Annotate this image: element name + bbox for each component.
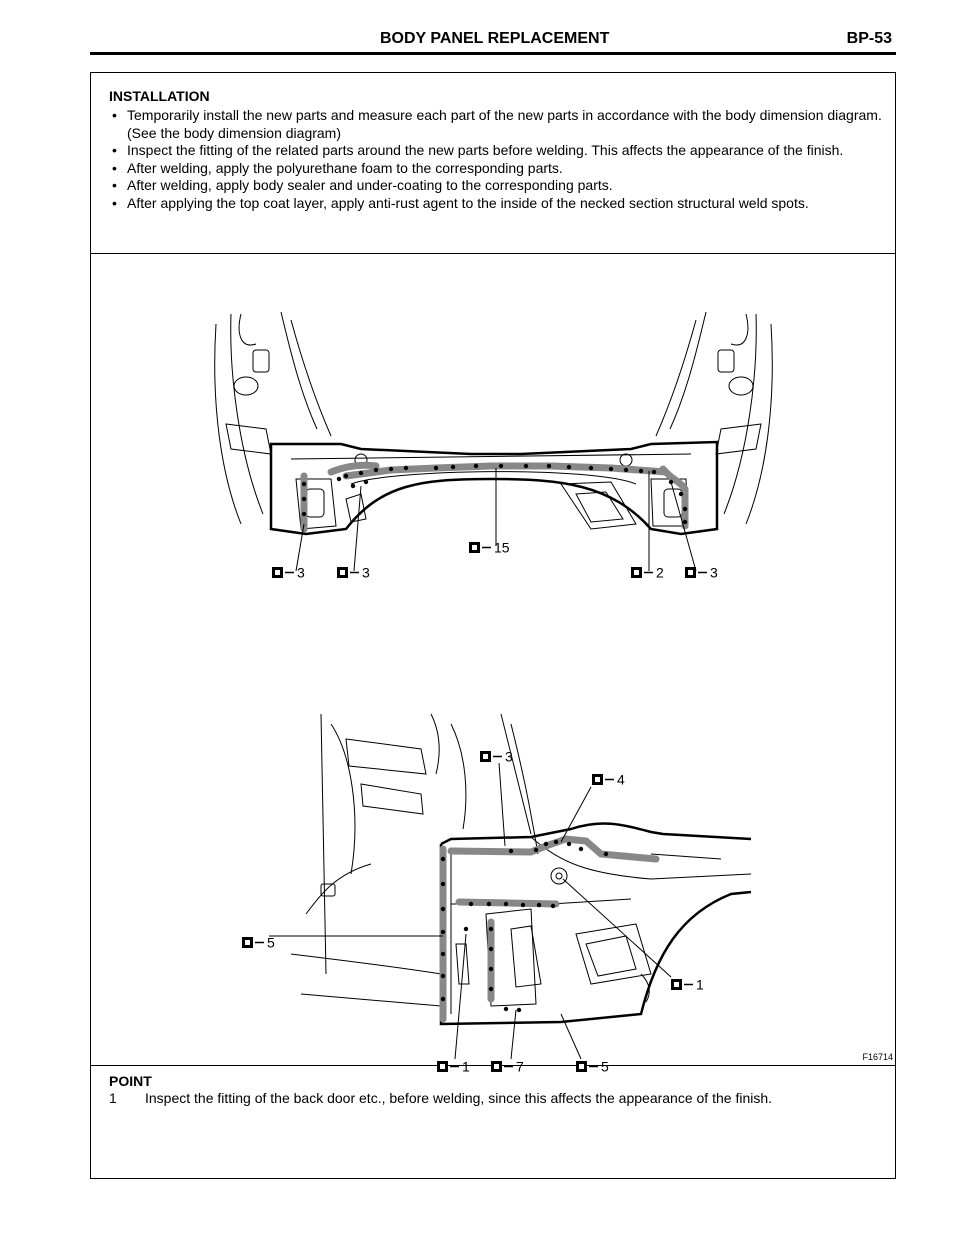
- point-text: Inspect the fitting of the back door etc…: [145, 1090, 773, 1106]
- callout-label: 3: [297, 565, 305, 581]
- content-frame: INSTALLATION Temporarily install the new…: [90, 72, 896, 1179]
- installation-heading: INSTALLATION: [109, 88, 210, 104]
- callout-label: 1: [462, 1059, 470, 1075]
- installation-list: Temporarily install the new parts and me…: [109, 107, 885, 212]
- rear-callouts: 3 3 15 2 3: [271, 540, 718, 581]
- side-callouts: 3 4 5 1 1 7 5: [241, 749, 704, 1075]
- page-number: BP-53: [846, 30, 892, 47]
- list-item: Inspect the fitting of the related parts…: [109, 142, 885, 160]
- spot-weld-icon: [336, 566, 360, 579]
- installation-section: INSTALLATION Temporarily install the new…: [91, 73, 895, 254]
- callout-label: 7: [516, 1059, 524, 1075]
- callout-label: 3: [362, 565, 370, 581]
- spot-weld-icon: [241, 936, 265, 949]
- callout-label: 5: [601, 1059, 609, 1075]
- side-view-drawing: [290, 713, 752, 1026]
- side-weld-spots: [440, 839, 609, 1013]
- spot-weld-icon: [271, 566, 295, 579]
- callout-label: 3: [505, 749, 513, 765]
- rear-view-drawing: [214, 311, 773, 536]
- list-item: After welding, apply body sealer and und…: [109, 177, 885, 195]
- spot-weld-icon: [670, 978, 694, 991]
- callout-label: 2: [656, 565, 664, 581]
- callout-label: 1: [696, 977, 704, 993]
- point-heading: POINT: [109, 1073, 152, 1089]
- callout-label: 3: [710, 565, 718, 581]
- panel-illustration: 3 3 15 2 3: [214, 311, 773, 1075]
- callout-label: 5: [267, 935, 275, 951]
- point-number: 1: [109, 1090, 117, 1106]
- callout-label: 15: [494, 540, 510, 556]
- header-rule: [90, 52, 896, 55]
- spot-weld-icon: [591, 773, 615, 786]
- spot-weld-icon: [479, 750, 503, 763]
- spot-weld-icon: [468, 541, 492, 554]
- figure-id: F16714: [862, 1052, 893, 1062]
- page-header: BODY PANEL REPLACEMENT BP-53: [90, 28, 896, 52]
- spot-weld-icon: [684, 566, 708, 579]
- rear-leader-lines: [295, 468, 697, 572]
- point-section: POINT 1 Inspect the fitting of the back …: [91, 1066, 895, 1178]
- side-weld-flange: [439, 835, 660, 1023]
- callout-label: 4: [617, 772, 625, 788]
- list-item: After welding, apply the polyurethane fo…: [109, 160, 885, 178]
- page-title: BODY PANEL REPLACEMENT: [380, 30, 610, 47]
- list-item: After applying the top coat layer, apply…: [109, 195, 885, 213]
- spot-weld-icon: [630, 566, 654, 579]
- rear-weld-spots: [301, 463, 688, 525]
- side-leader-lines: [269, 762, 672, 1060]
- figure-section: 3 3 15 2 3: [91, 254, 895, 1075]
- list-item: Temporarily install the new parts and me…: [109, 107, 885, 142]
